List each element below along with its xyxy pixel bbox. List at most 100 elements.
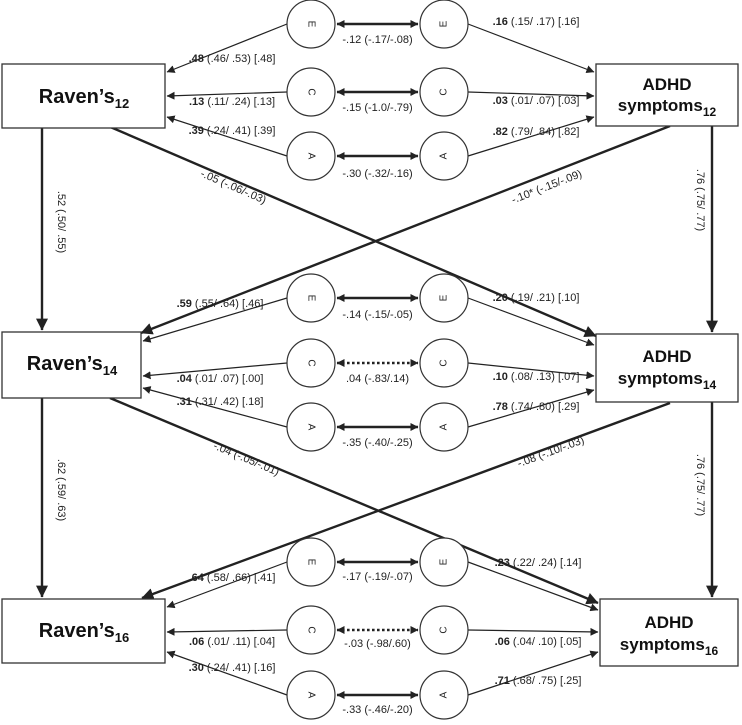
adhd-12-rect	[595, 63, 739, 127]
path-adhd14-to-raven16-label: -.08 (-.10/-.03)	[516, 434, 586, 470]
loading-label-age14-a-raven: .31 (.31/ .42) [.18]	[177, 396, 264, 408]
loading-arrow-age12-c-to-raven	[166, 91, 288, 100]
adhd-16-subscript: 16	[705, 644, 719, 658]
loading-interval: (.74/ .80) [.29]	[508, 401, 580, 413]
loading-arrow-age14-a-to-adhd	[467, 388, 595, 428]
loading-interval: (.31/ .42) [.18]	[192, 396, 264, 408]
loading-label-age14-e-adhd: .20 (.19/ .21) [.10]	[493, 292, 580, 304]
correlation-label-age12-e: -.12 (-.17/-.08)	[342, 34, 412, 46]
loading-label-age12-a-raven: .39 (.24/ .41) [.39]	[189, 125, 276, 137]
raven-16-label: Raven’s	[39, 620, 115, 642]
loading-arrow-age14-a-to-raven	[142, 386, 288, 428]
latent-age14-e-left	[286, 273, 336, 323]
adhd-14-label-line2: symptoms	[618, 369, 703, 388]
latent-age12-a-left	[286, 131, 336, 181]
latent-age14-a-right	[419, 402, 469, 452]
raven-12-label: Raven’s	[39, 86, 115, 108]
loading-label-age16-e-raven: .64 (.58/ .66) [.41]	[189, 572, 276, 584]
path-raven-12-to-14-label: .52 (.50/ .55)	[55, 191, 67, 253]
raven-12-subscript: 12	[115, 96, 129, 111]
autoregressive-paths	[36, 126, 718, 598]
correlation-label-age16-a: -.33 (-.46/-.20)	[342, 704, 412, 716]
loading-label-age16-e-adhd: .23 (.22/ .24) [.14]	[495, 557, 582, 569]
svg-text:Raven’s14: Raven’s14	[27, 353, 118, 378]
loading-estimate: .06	[189, 636, 204, 648]
loading-estimate: .04	[177, 373, 193, 385]
loading-estimate: .78	[493, 401, 508, 413]
loading-arrow-age16-a-to-adhd	[467, 650, 599, 696]
adhd-14-label-line1: ADHD	[642, 347, 691, 366]
loading-estimate: .31	[177, 396, 192, 408]
path-raven12-to-adhd14-label: -.05 (-.06/-.03)	[199, 168, 268, 207]
raven-14-box: Raven’s14	[1, 331, 142, 399]
latent-age16-c-left-letter: C	[306, 626, 317, 633]
loading-estimate: .82	[493, 126, 508, 138]
raven-14-label: Raven’s	[27, 353, 103, 375]
loading-estimate: .71	[495, 675, 510, 687]
loading-label-age14-a-adhd: .78 (.74/ .80) [.29]	[493, 401, 580, 413]
loading-estimate: .23	[495, 557, 510, 569]
loading-arrow-age14-c-to-raven	[142, 362, 288, 380]
loading-label-age12-a-adhd: .82 (.79/ .84) [.82]	[493, 126, 580, 138]
latent-age12-e-right	[419, 0, 469, 49]
correlation-label-age12-c: -.15 (-1.0/-.79)	[342, 102, 412, 114]
latent-age14-e-right	[419, 273, 469, 323]
latent-factors: E E -.12 (-.17/-.08) .48 (.46/ .53) [.48] .1…	[142, 0, 599, 720]
latent-age12-a-right	[419, 131, 469, 181]
loading-interval: (.46/ .53) [.48]	[204, 53, 276, 65]
path-adhd-12-to-14-label: .76 (.75/ .77)	[694, 169, 706, 231]
latent-age16-e-left	[286, 537, 336, 587]
loading-arrow-age12-e-to-raven	[166, 23, 288, 73]
latent-age16-e-right-letter: E	[439, 558, 450, 565]
loading-estimate: .16	[493, 16, 508, 28]
adhd-14-rect	[595, 333, 739, 403]
loading-arrow-age14-c-to-adhd	[467, 362, 595, 380]
loading-estimate: .39	[189, 125, 204, 137]
correlation-label-age12-a: -.30 (-.32/-.16)	[342, 168, 412, 180]
loading-label-age14-c-adhd: .10 (.08/ .13) [.07]	[493, 371, 580, 383]
raven-14-rect	[1, 331, 142, 399]
loading-estimate: .03	[493, 95, 508, 107]
latent-age12-e-left	[286, 0, 336, 49]
cross-lagged-paths	[107, 124, 671, 605]
loading-label-age16-c-adhd: .06 (.04/ .10) [.05]	[495, 636, 582, 648]
path-raven14-to-adhd16	[109, 396, 599, 605]
loading-estimate: .64	[189, 572, 205, 584]
loading-label-age16-a-raven: .30 (.24/ .41) [.16]	[189, 662, 276, 674]
adhd-12-box: ADHD symptoms12	[595, 63, 739, 127]
correlation-label-age14-c: .04 (-.83/.14)	[346, 373, 409, 385]
loading-arrow-age12-a-to-adhd	[467, 115, 595, 157]
correlation-label-age16-c: -.03 (-.98/.60)	[344, 638, 411, 650]
loading-label-age12-c-adhd: .03 (.01/ .07) [.03]	[493, 95, 580, 107]
latent-age12-c-right-letter: C	[439, 88, 450, 95]
correlation-label-age16-e: -.17 (-.19/-.07)	[342, 571, 412, 583]
latent-age14-e-right-letter: E	[439, 294, 450, 301]
loading-label-age16-a-adhd: .71 (.68/ .75) [.25]	[495, 675, 582, 687]
adhd-12-label-line2: symptoms	[618, 96, 703, 115]
path-adhd-14-to-16-label: .76 (.75/ .77)	[694, 454, 706, 516]
raven-16-rect	[1, 598, 166, 664]
latent-age16-e-right	[419, 537, 469, 587]
latent-age16-a-left	[286, 670, 336, 720]
loading-interval: (.01/ .07) [.03]	[508, 95, 580, 107]
latent-age12-c-left	[286, 67, 336, 117]
adhd-14-subscript: 14	[703, 378, 717, 392]
loading-label-age16-c-raven: .06 (.01/ .11) [.04]	[189, 636, 275, 648]
path-raven14-to-adhd16-label: -.04 (-.05/-.01)	[211, 440, 280, 478]
latent-age12-e-right-letter: E	[439, 20, 450, 27]
svg-text:symptoms14: symptoms14	[618, 369, 717, 392]
loading-arrow-age16-c-to-adhd	[467, 627, 599, 636]
svg-text:Raven’s12: Raven’s12	[39, 86, 129, 111]
latent-age12-e-left-letter: E	[306, 21, 317, 28]
latent-age12-c-left-letter: C	[306, 88, 317, 95]
adhd-16-box: ADHD symptoms16	[599, 598, 739, 667]
latent-age16-c-left	[286, 605, 336, 655]
loading-interval: (.58/ .66) [.41]	[204, 572, 276, 584]
loading-label-age12-e-raven: .48 (.46/ .53) [.48]	[189, 53, 276, 65]
raven-12-rect	[1, 63, 166, 129]
adhd-12-label-line1: ADHD	[642, 75, 691, 94]
loading-estimate: .13	[189, 96, 204, 108]
loading-label-age12-e-adhd: .16 (.15/ .17) [.16]	[493, 16, 580, 28]
latent-age14-a-right-letter: A	[439, 423, 450, 430]
